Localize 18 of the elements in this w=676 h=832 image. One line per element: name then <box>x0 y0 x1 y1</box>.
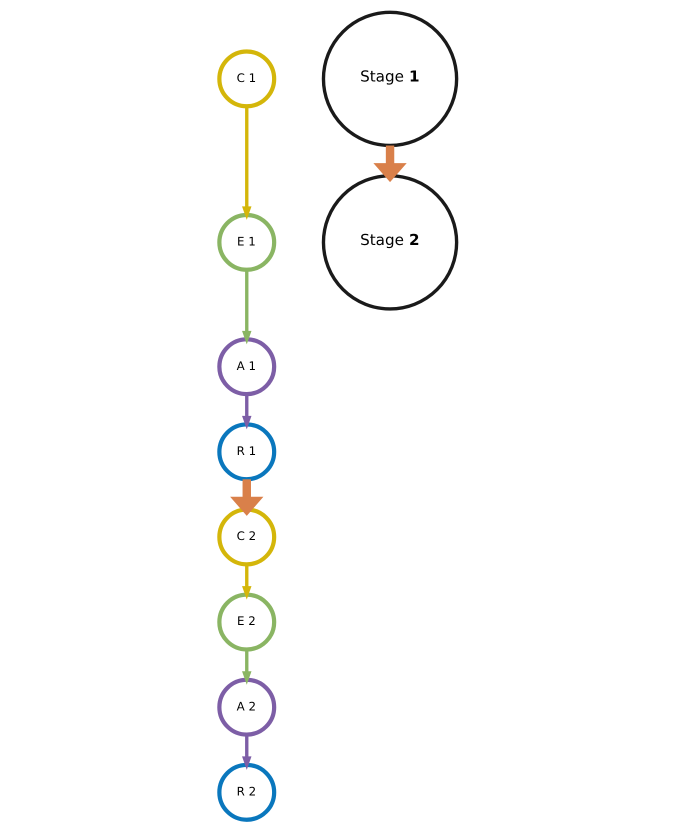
node-circle: E 1 <box>217 212 276 272</box>
node-circle: E 2 <box>217 592 276 652</box>
arrow <box>230 479 264 516</box>
arrow <box>242 734 252 770</box>
node-circle: C 2 <box>217 507 276 566</box>
node-circle: R 1 <box>217 422 276 482</box>
node-circle: A 1 <box>217 337 276 396</box>
arrow <box>242 394 252 430</box>
arrow <box>242 106 252 220</box>
arrow <box>242 270 252 344</box>
node-circle: A 2 <box>217 678 276 737</box>
node-circle: Stage 2 <box>322 174 458 311</box>
arrow <box>242 564 252 600</box>
arrow <box>242 650 252 685</box>
arrow <box>373 146 407 182</box>
node-circle: C 1 <box>217 49 276 108</box>
node-circle: Stage 1 <box>322 10 458 148</box>
node-circle: R 2 <box>217 762 276 822</box>
